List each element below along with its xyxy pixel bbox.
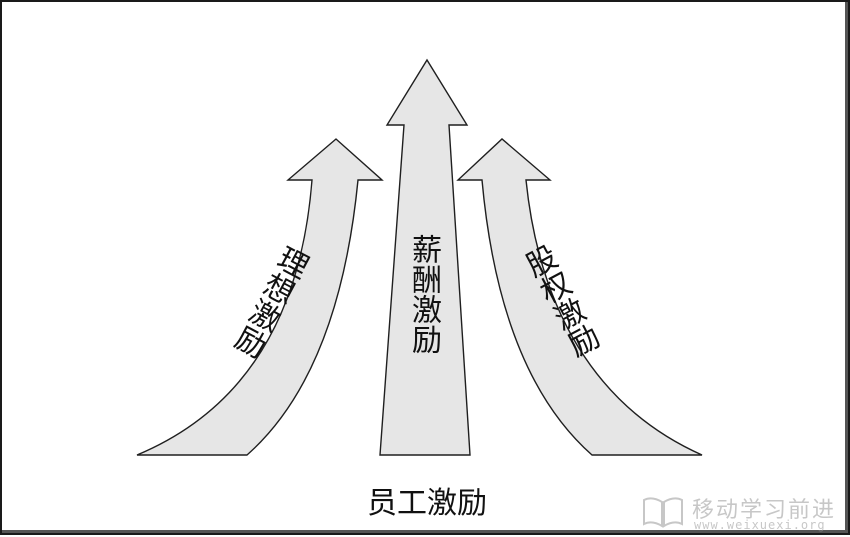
left-curved-arrow xyxy=(136,138,384,456)
watermark-url: www.weixuexi.org xyxy=(694,518,826,532)
right-curved-arrow xyxy=(456,138,703,456)
center-straight-arrow xyxy=(379,58,471,456)
watermark: 移动学习前进 www.weixuexi.org xyxy=(640,492,840,534)
diagram-caption: 员工激励 xyxy=(367,486,487,521)
book-logo-icon xyxy=(643,497,683,528)
arrow-label-salary-incentive: 薪酬激励 xyxy=(406,234,441,354)
watermark-title: 移动学习前进 xyxy=(692,498,837,523)
